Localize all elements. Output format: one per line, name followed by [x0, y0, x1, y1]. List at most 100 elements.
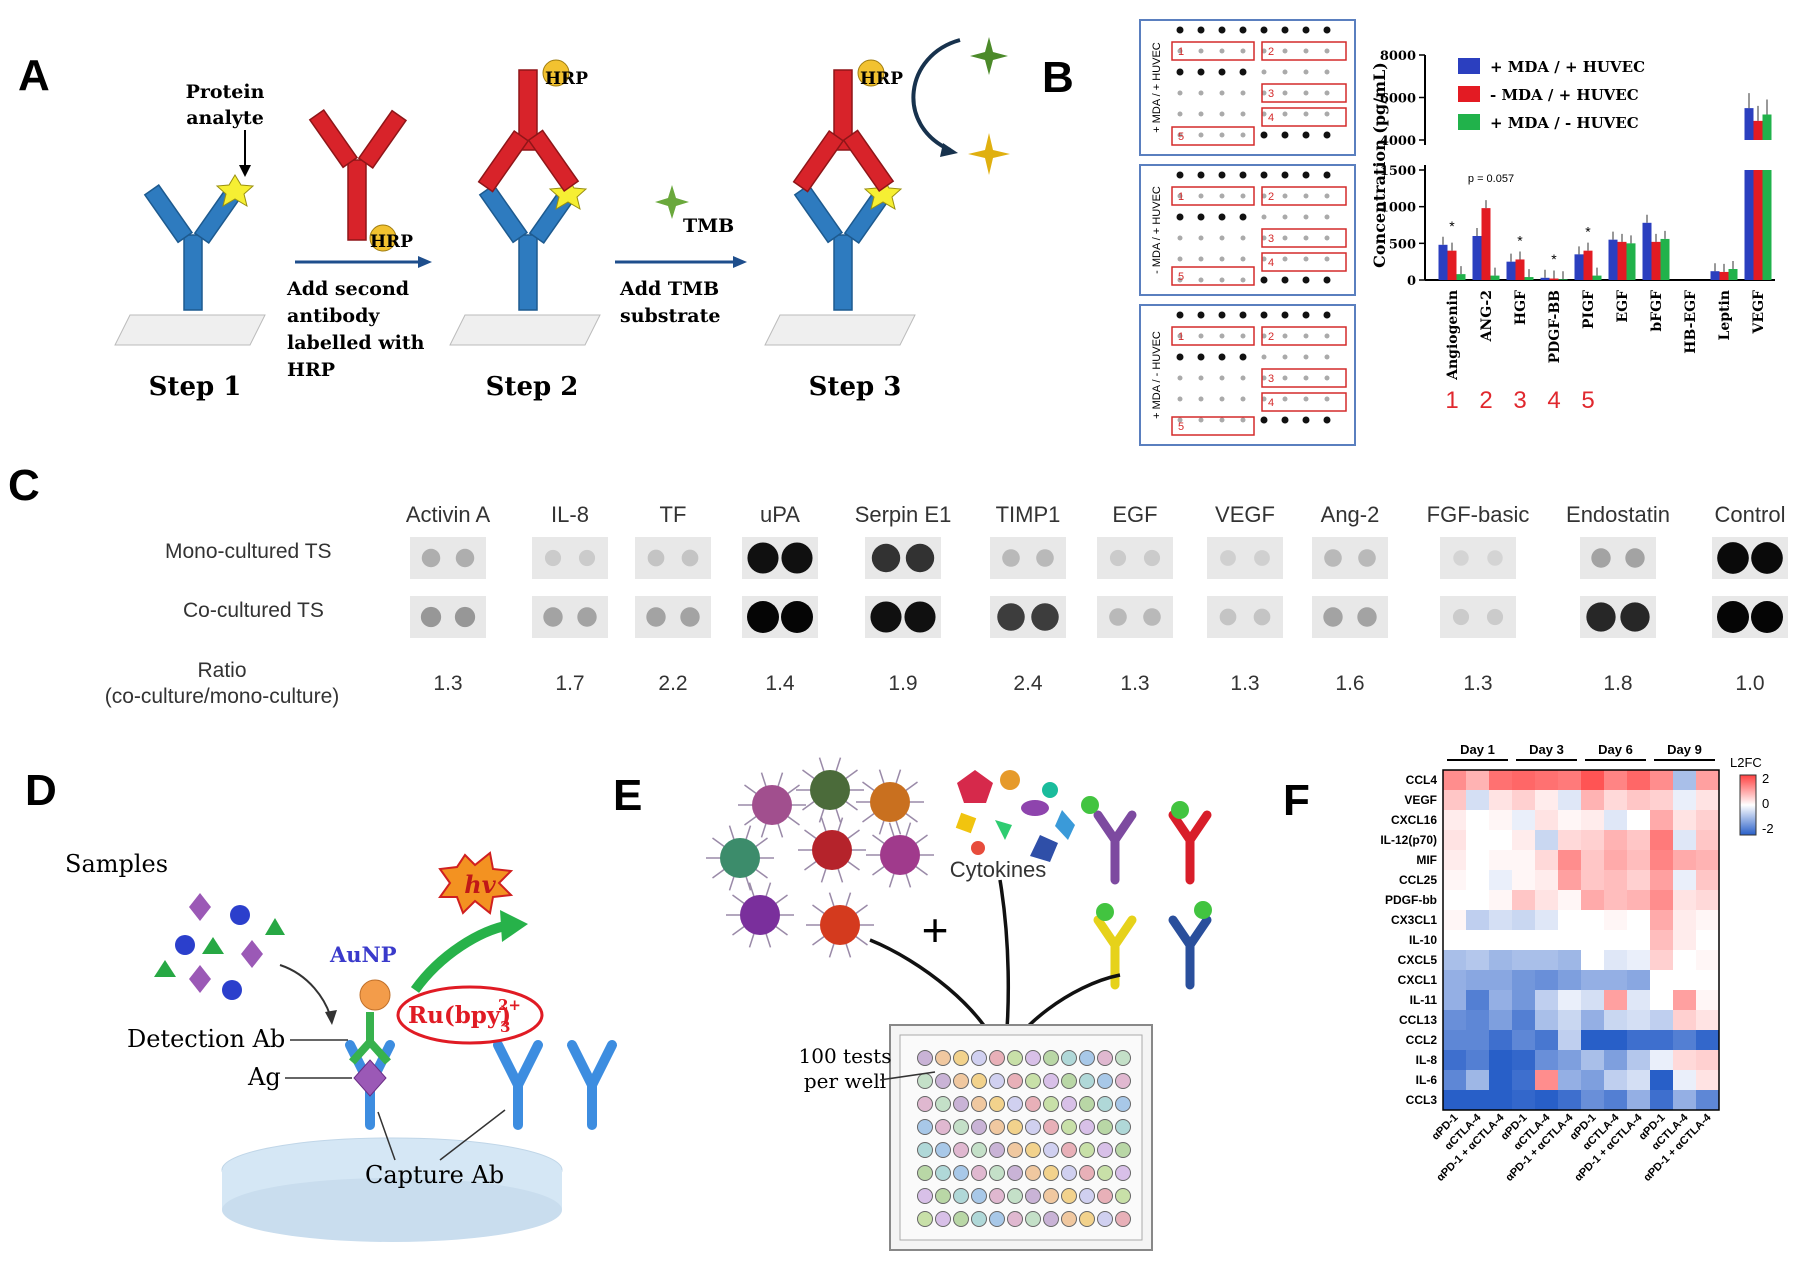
highlight-number: 5: [1581, 387, 1594, 414]
heatmap-row-label: CCL4: [1406, 773, 1438, 787]
aunp-label: AuNP: [329, 942, 397, 967]
arrow1-text-2: antibody: [287, 305, 380, 327]
legend-swatch: [1458, 86, 1480, 102]
heatmap-cell: [1466, 990, 1489, 1010]
bar: [1642, 222, 1652, 280]
legend-title: L2FC: [1730, 755, 1762, 770]
highlight-number: 3: [1513, 387, 1526, 414]
blot-dot: [1323, 311, 1331, 319]
blot-box-number: 4: [1268, 112, 1274, 124]
blot-spot: [420, 606, 442, 628]
well: [1079, 1165, 1095, 1181]
hv-label: hv: [464, 870, 496, 899]
y-tick-label: 1000: [1380, 201, 1416, 216]
bar: [1719, 271, 1729, 280]
blot-dot: [1218, 311, 1226, 319]
blot-highlight-box: [1261, 252, 1347, 272]
well: [1097, 1142, 1113, 1158]
heatmap-cell: [1696, 910, 1719, 930]
heatmap-cell: [1443, 790, 1466, 810]
heatmap-cell: [1558, 950, 1581, 970]
heatmap-cell: [1650, 810, 1673, 830]
x-tick-label: bFGF: [1649, 290, 1665, 332]
detection-antibodies-colored: [1093, 810, 1212, 990]
blot-dot: [1218, 171, 1226, 179]
hrp-circle-step3: [857, 59, 885, 87]
capture-surface-bottom: [222, 1178, 562, 1242]
well: [1097, 1096, 1113, 1112]
blot-dot: [1177, 132, 1183, 138]
blot-dot: [1198, 235, 1204, 241]
cytokine-triangle: [995, 820, 1012, 840]
heatmap-cell: [1673, 890, 1696, 910]
blot-dot: [1303, 354, 1309, 360]
blot-highlight-box: [1261, 326, 1347, 346]
x-tick-label: EGF: [1615, 290, 1631, 323]
heatmap-cell: [1489, 790, 1512, 810]
blot-dot: [1177, 48, 1183, 54]
detection-antibody-free: [308, 109, 408, 241]
ratio-value: 1.4: [765, 672, 795, 695]
cytokine-ellipse: [1021, 800, 1049, 816]
blot-dot: [1324, 69, 1330, 75]
blot-spot: [1591, 548, 1611, 568]
well: [989, 1050, 1005, 1066]
heatmap-row-label: IL-6: [1416, 1073, 1438, 1087]
heatmap-cell: [1673, 910, 1696, 930]
bar: [1438, 244, 1448, 280]
blot-spot: [781, 601, 813, 633]
blot-spot: [1036, 549, 1054, 567]
blot-spot: [544, 549, 562, 567]
blot-dot: [1324, 375, 1330, 381]
well: [1025, 1050, 1041, 1066]
bar-upper: [1762, 114, 1772, 140]
blot-dot: [1282, 396, 1288, 402]
blot-box-number: 2: [1268, 46, 1274, 58]
well: [1043, 1096, 1059, 1112]
x-tick-label: Leptin: [1717, 290, 1733, 341]
capture-antibodies: [345, 1040, 617, 1130]
blot-dot: [1240, 90, 1246, 96]
heatmap-cell: [1466, 950, 1489, 970]
cytokines-label: Cytokines: [950, 857, 1047, 882]
antigen: [353, 1059, 387, 1097]
tests-leader: [879, 1071, 936, 1081]
heatmap-cell: [1650, 1010, 1673, 1030]
heatmap-cell: [1650, 950, 1673, 970]
well: [935, 1073, 951, 1089]
heatmap-cell: [1581, 810, 1604, 830]
heatmap-cell: [1581, 830, 1604, 850]
blot-dot: [1240, 132, 1246, 138]
blot-highlight-box: [1261, 228, 1347, 248]
blot-dot: [1219, 193, 1225, 199]
blot-box-number: 5: [1178, 421, 1184, 433]
legend-label: - MDA / + HUVEC: [1490, 86, 1639, 104]
panel-letter-f: F: [1283, 776, 1310, 825]
bar: [1558, 279, 1568, 280]
blot-dot: [1240, 256, 1246, 262]
hrp-label-step2: HRP: [545, 69, 588, 89]
bead: [720, 838, 760, 878]
heatmap-cell: [1650, 970, 1673, 990]
well: [953, 1165, 969, 1181]
blot-highlight-box: [1171, 266, 1255, 286]
well: [1079, 1119, 1095, 1135]
heatmap-cell: [1696, 970, 1719, 990]
legend-tick: 2: [1762, 771, 1769, 786]
blot-dot: [1303, 69, 1309, 75]
step1-label: Step 1: [149, 372, 242, 402]
blot-dot: [1219, 235, 1225, 241]
ru-label: Ru(bpy): [408, 1002, 511, 1029]
heatmap-cell: [1466, 1010, 1489, 1030]
heatmap-cell: [1627, 1050, 1650, 1070]
well: [1097, 1211, 1113, 1227]
heatmap-cell: [1558, 1050, 1581, 1070]
heatmap-cell: [1489, 950, 1512, 970]
heatmap-cell: [1581, 950, 1604, 970]
cytokine-diamond: [1055, 810, 1075, 840]
heatmap-cell: [1673, 770, 1696, 790]
heatmap-cell: [1627, 1070, 1650, 1090]
heatmap-cell: [1535, 1050, 1558, 1070]
heatmap-cell: [1581, 1090, 1604, 1110]
heatmap-cell: [1558, 830, 1581, 850]
